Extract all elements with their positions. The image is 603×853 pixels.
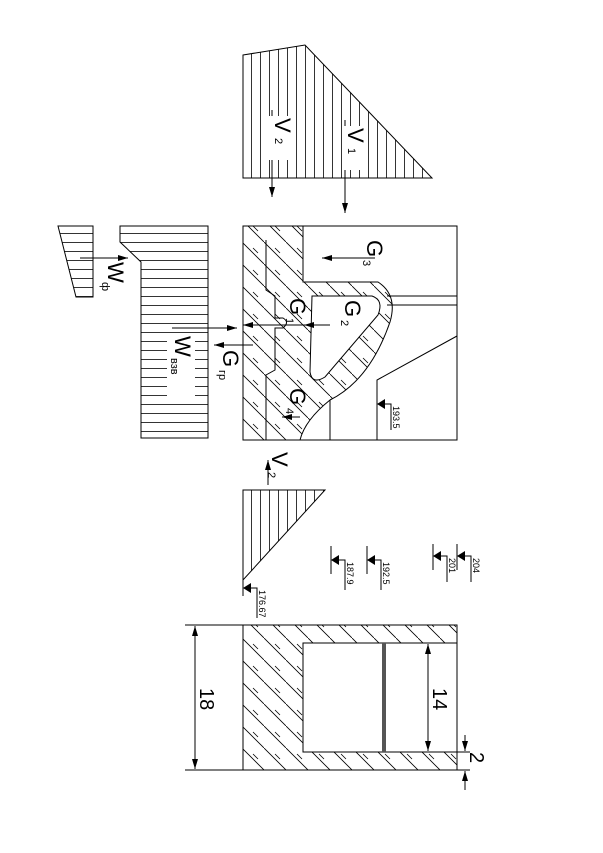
svg-text:взв: взв — [168, 358, 180, 375]
elevation-marks: 193.5 204 201 192.5 187.9 176.67 — [242, 396, 481, 618]
wvzv-label: W — [170, 336, 195, 357]
ggr-label: G — [218, 350, 243, 367]
wf-label: W — [103, 262, 128, 283]
dimension-height: 18 — [185, 624, 243, 771]
dimension-wall: 2 — [457, 735, 487, 790]
svg-text:2: 2 — [265, 472, 277, 478]
g2-label: G — [340, 300, 365, 317]
svg-text:14: 14 — [428, 688, 450, 710]
svg-text:2: 2 — [465, 752, 487, 763]
svg-text:1: 1 — [283, 318, 295, 324]
svg-text:18: 18 — [195, 688, 217, 710]
svg-text:2: 2 — [338, 320, 350, 326]
svg-text:4: 4 — [283, 408, 295, 414]
svg-text:гр: гр — [216, 370, 228, 380]
velocity-diagram-bottom: V2 — [242, 452, 327, 582]
v1-label: V — [343, 128, 368, 143]
elevation-label: 192.5 — [381, 562, 391, 585]
velocity-diagram-top: V 2 V 1 — [242, 44, 434, 213]
v2-label: V — [270, 118, 295, 133]
elevation-label: 193.5 — [391, 406, 401, 429]
svg-text:ф: ф — [99, 282, 111, 291]
dimension-inner: 14 — [425, 644, 450, 751]
svg-text:3: 3 — [360, 260, 372, 266]
g3-label: G — [362, 240, 387, 257]
v2-bottom-label: V — [267, 452, 292, 467]
svg-text:1: 1 — [345, 148, 357, 154]
g4-label: G — [285, 388, 310, 405]
uplift-pressure-diagram: W взв G гр — [119, 225, 253, 439]
svg-text:2: 2 — [272, 138, 284, 144]
wave-pressure-diagram: W ф — [57, 225, 128, 298]
culvert-section: 18 14 2 — [185, 624, 487, 790]
elevation-label: 201 — [447, 558, 457, 573]
dam-cross-section: G 3 G 2 G 1 G 4 — [242, 225, 458, 441]
g1-label: G — [285, 298, 310, 315]
elevation-label: 204 — [471, 558, 481, 573]
elevation-label: 187.9 — [345, 562, 355, 585]
elevation-label: 176.67 — [257, 590, 267, 618]
